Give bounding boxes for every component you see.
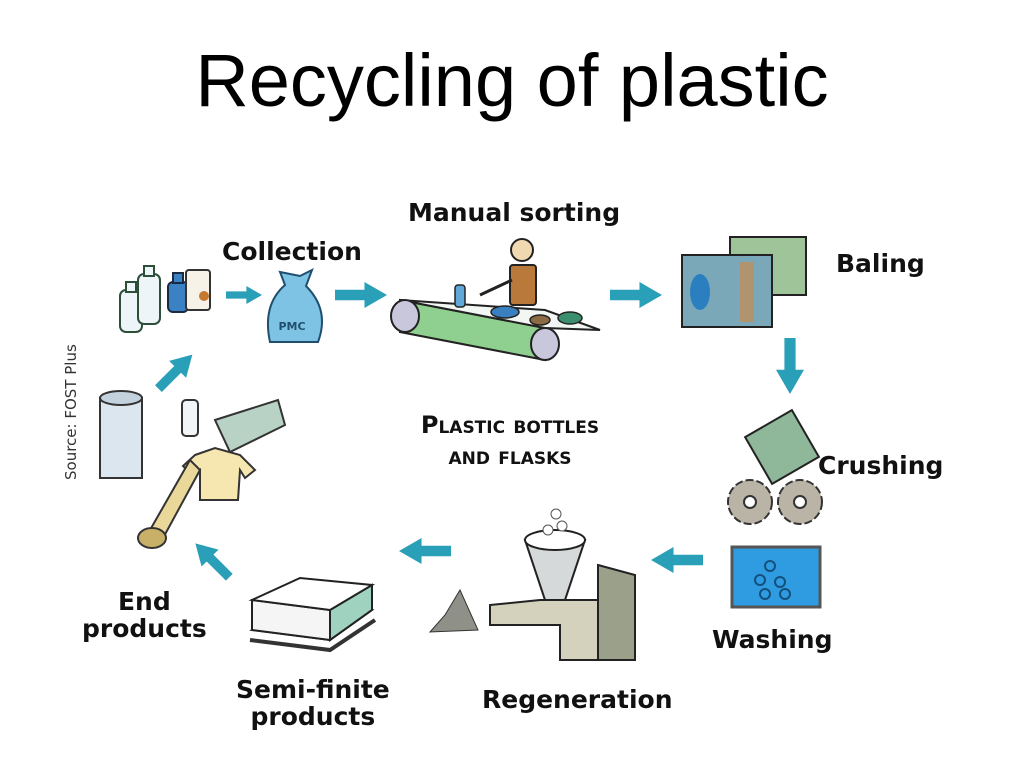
step-label-manual-sorting: Manual sorting [408, 198, 621, 227]
washing-tank-icon [730, 545, 822, 609]
bales-icon [681, 236, 807, 328]
step-label-end-products: End products [82, 588, 207, 642]
pallet-sacks-icon [248, 576, 377, 653]
center-label-line1: Plastic bottles [420, 411, 600, 439]
end-products-line2: products [82, 614, 207, 643]
semi-finite-line2: products [250, 702, 376, 731]
semi-finite-line1: Semi-finite [236, 675, 390, 704]
step-label-baling: Baling [836, 249, 925, 278]
arrow-right-icon [335, 282, 387, 308]
step-label-crushing: Crushing [818, 451, 944, 480]
arrow-up-right-icon [149, 346, 201, 398]
arrow-left-icon [399, 538, 451, 564]
arrow-up-left-icon [186, 534, 238, 586]
pmc-bag-icon: PMC [266, 267, 323, 343]
extruder-icon [428, 508, 636, 661]
bottles-icon [119, 265, 211, 333]
center-label-line2: and flasks [448, 442, 572, 471]
step-label-semi-finite-products: Semi-finite products [236, 676, 390, 730]
conveyor-sorting-icon [390, 238, 601, 362]
source-credit: Source: FOST Plus [62, 344, 80, 480]
crushing-icon [727, 408, 823, 525]
end-products-line1: End [117, 587, 171, 616]
step-label-washing: Washing [712, 625, 833, 654]
arrow-left-icon [651, 547, 703, 573]
arrow-right-icon [610, 282, 662, 308]
arrow-right-icon [226, 286, 262, 304]
arrow-down-icon [776, 338, 804, 394]
end-products-icon [99, 390, 287, 549]
page-title: Recycling of plastic [195, 39, 829, 122]
step-label-regeneration: Regeneration [482, 685, 673, 714]
step-label-collection: Collection [222, 237, 362, 266]
center-label: Plastic bottles and flasks [380, 410, 640, 472]
pmc-bag-text: PMC [278, 320, 305, 333]
